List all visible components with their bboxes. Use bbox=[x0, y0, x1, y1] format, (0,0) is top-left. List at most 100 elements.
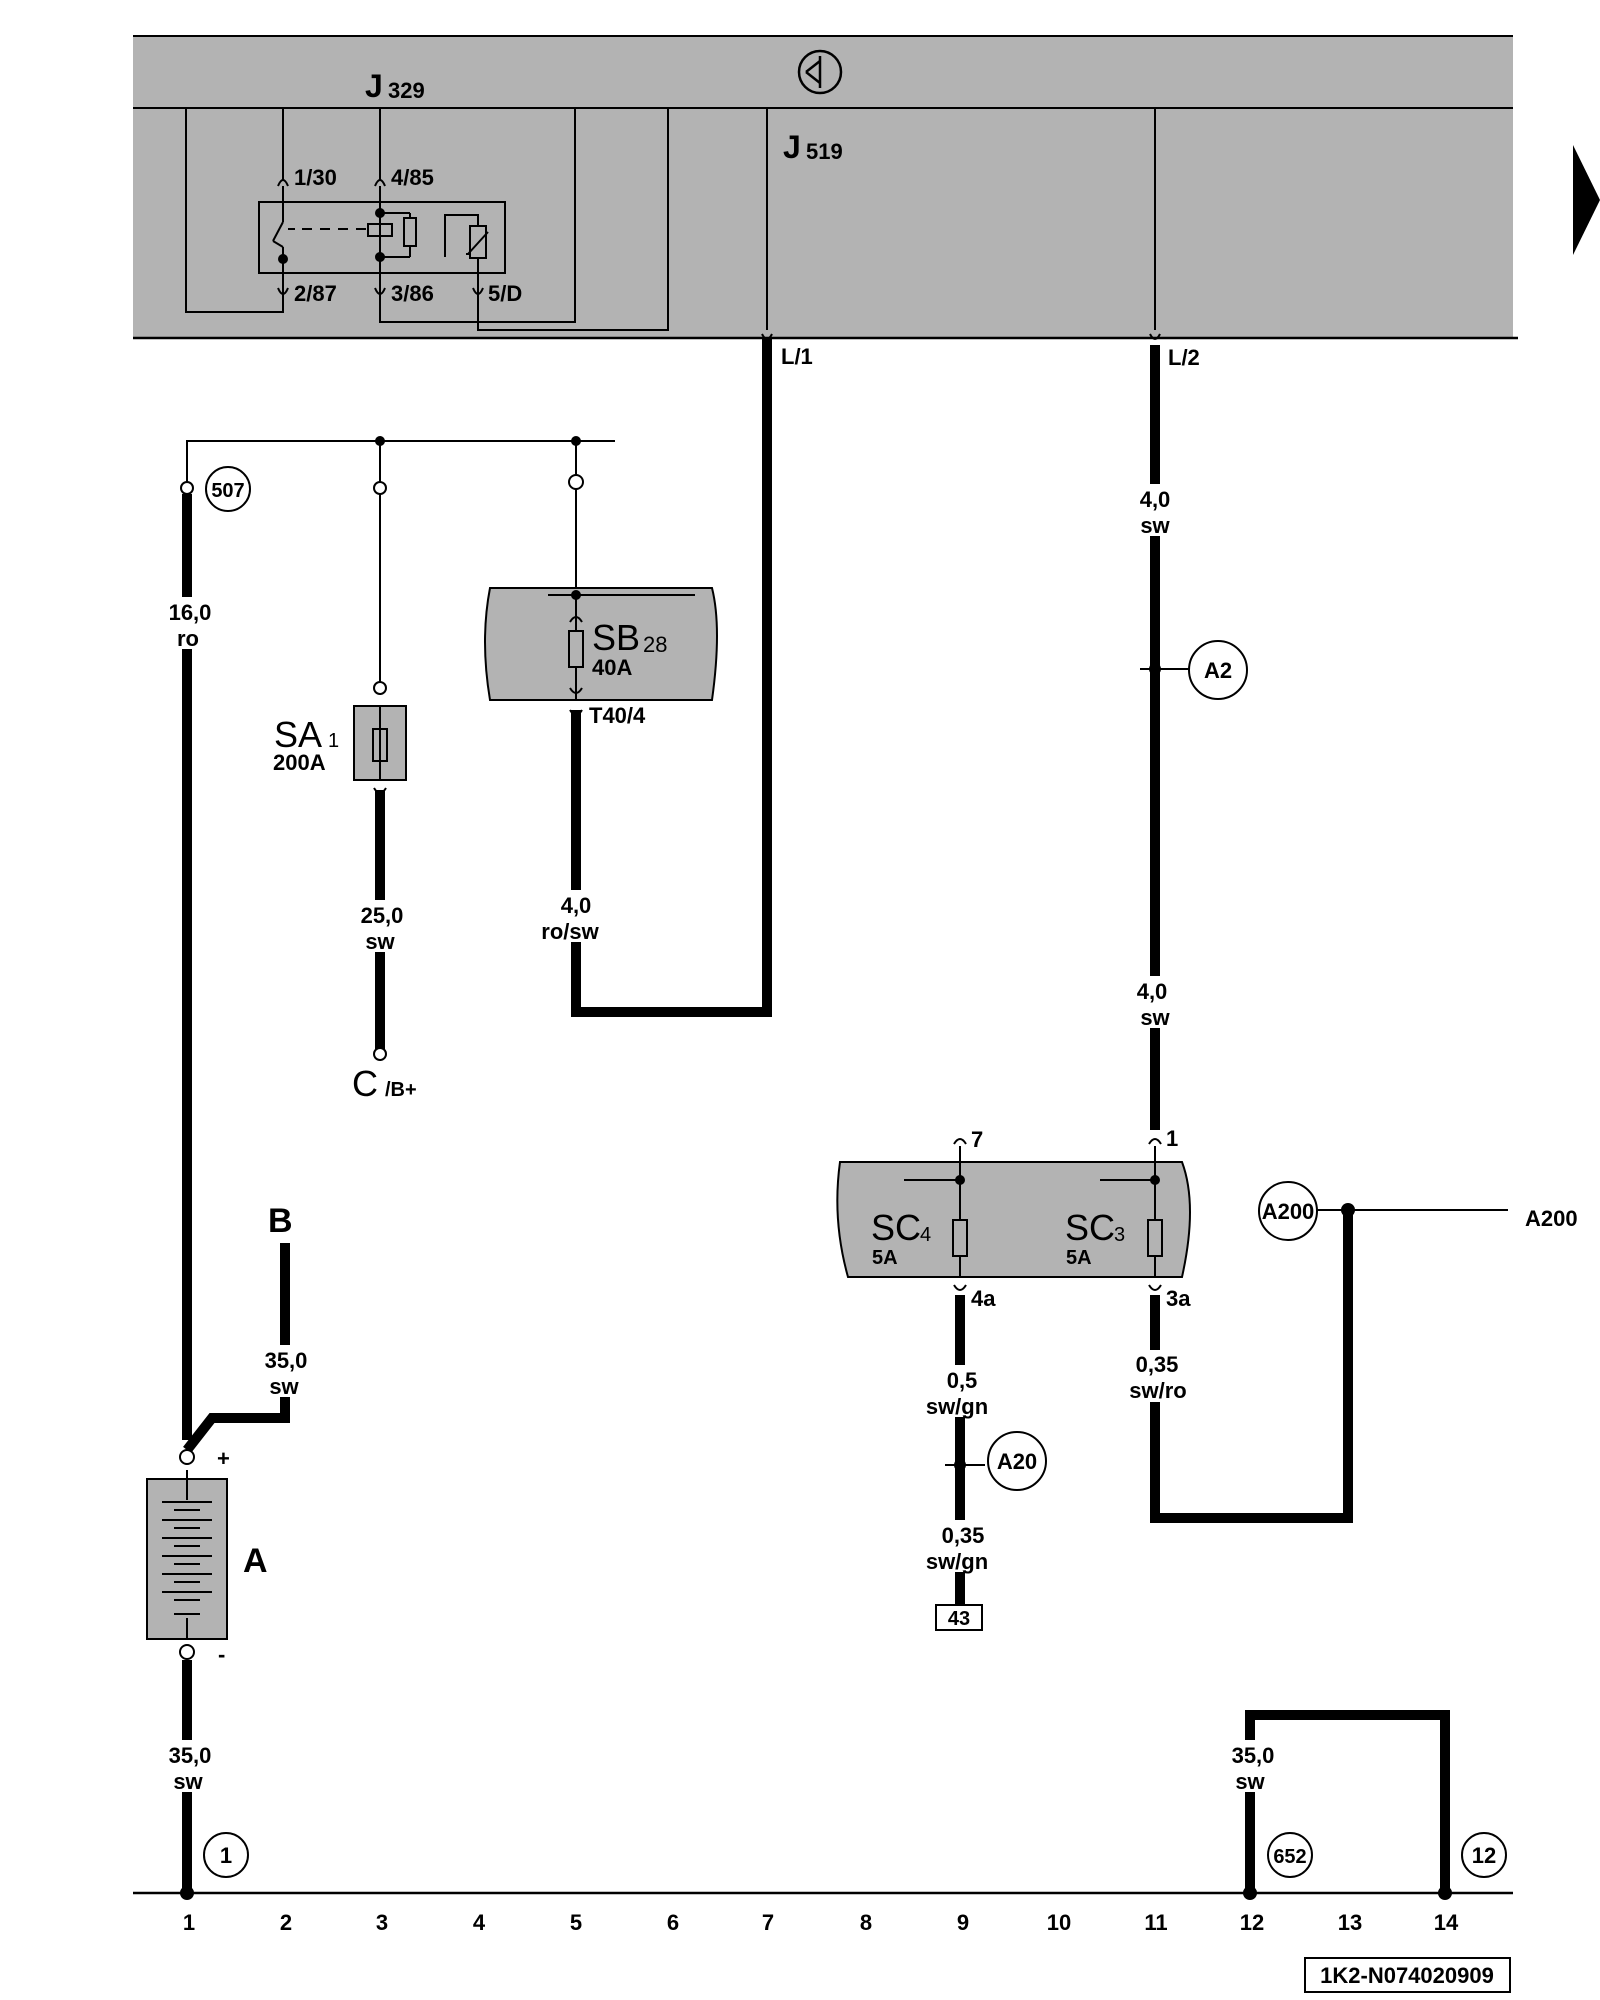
box-43 bbox=[935, 1604, 983, 1631]
wire-7-size: 4,0 bbox=[1137, 979, 1168, 1004]
scale-6: 6 bbox=[667, 1910, 679, 1935]
connector-terminals bbox=[179, 474, 584, 1660]
wire-8-color: sw/gn bbox=[926, 1394, 988, 1419]
box-43-label: 43 bbox=[948, 1608, 970, 1630]
arrow-right-icon bbox=[1573, 145, 1600, 255]
j519-letter: J bbox=[783, 129, 801, 165]
battery-a bbox=[146, 1478, 228, 1640]
wire-6-size: 4,0 bbox=[1140, 487, 1171, 512]
pin-1-30: 1/30 bbox=[294, 165, 337, 190]
scale-14: 14 bbox=[1434, 1910, 1459, 1935]
wire-4-size: 35,0 bbox=[265, 1348, 308, 1373]
sc4-pin-bottom: 4a bbox=[971, 1286, 996, 1311]
wire-label-backgrounds bbox=[150, 484, 1290, 1792]
sb-name: SB bbox=[592, 617, 640, 658]
wire-11-size: 35,0 bbox=[1232, 1743, 1275, 1768]
pin-2-87: 2/87 bbox=[294, 281, 337, 306]
wire-3-size: 4,0 bbox=[561, 893, 592, 918]
pin-4-85: 4/85 bbox=[391, 165, 434, 190]
sb-rating: 40A bbox=[592, 655, 632, 680]
sc3-sub: 3 bbox=[1114, 1224, 1125, 1246]
sb-sub: 28 bbox=[643, 632, 667, 657]
fuse-holder-sc bbox=[836, 1138, 1191, 1291]
relay-junctions bbox=[278, 208, 385, 264]
j329-letter: J bbox=[365, 68, 383, 104]
wire-1-size: 16,0 bbox=[169, 600, 212, 625]
wire-3-color: ro/sw bbox=[541, 919, 599, 944]
battery-plus: + bbox=[217, 1446, 230, 1471]
battery-minus: - bbox=[218, 1642, 225, 1667]
pin-3-86: 3/86 bbox=[391, 281, 434, 306]
node-circles bbox=[203, 466, 1507, 1878]
sc4-rating: 5A bbox=[872, 1247, 898, 1269]
scale-1: 1 bbox=[183, 1910, 195, 1935]
scale-7: 7 bbox=[762, 1910, 774, 1935]
pin-5-d: 5/D bbox=[488, 281, 522, 306]
splice-ticks bbox=[945, 668, 1190, 1466]
sc4-sub: 4 bbox=[920, 1224, 931, 1246]
text-labels: J 329 J 519 1/30 4/85 2/87 3/86 5/D L/1 … bbox=[169, 68, 1578, 1988]
scale-2: 2 bbox=[280, 1910, 292, 1935]
wire-7-color: sw bbox=[1140, 1005, 1170, 1030]
scale-10: 10 bbox=[1047, 1910, 1071, 1935]
wire-8-size: 0,5 bbox=[947, 1368, 978, 1393]
wire-9-size: 0,35 bbox=[942, 1523, 985, 1548]
doc-id-box bbox=[1304, 1957, 1511, 1993]
wire-9-color: sw/gn bbox=[926, 1549, 988, 1574]
sa-sub: 1 bbox=[328, 730, 339, 752]
sc3-pin-bottom: 3a bbox=[1166, 1286, 1191, 1311]
sc3-rating: 5A bbox=[1066, 1247, 1092, 1269]
wire-5-size: 35,0 bbox=[169, 1743, 212, 1768]
j519-number: 519 bbox=[806, 139, 843, 164]
thin-wires bbox=[186, 440, 1508, 1480]
wire-2-color: sw bbox=[365, 929, 395, 954]
sc4-pin-top: 7 bbox=[971, 1127, 983, 1152]
wire-4-color: sw bbox=[269, 1374, 299, 1399]
control-unit-box bbox=[133, 35, 1518, 340]
scale-13: 13 bbox=[1338, 1910, 1362, 1935]
wire-5-color: sw bbox=[173, 1769, 203, 1794]
terminal-c-suffix: /B+ bbox=[385, 1079, 417, 1101]
terminal-c: C bbox=[352, 1063, 378, 1104]
sc3-name: SC bbox=[1065, 1207, 1115, 1248]
wire-11-color: sw bbox=[1235, 1769, 1265, 1794]
sc3-pin-top: 1 bbox=[1166, 1126, 1178, 1151]
fuse-sa1 bbox=[353, 705, 407, 794]
earth-symbol-icon bbox=[797, 49, 843, 95]
a200-continuation: A200 bbox=[1525, 1206, 1578, 1231]
scale-9: 9 bbox=[957, 1910, 969, 1935]
node-1: 1 bbox=[220, 1843, 232, 1868]
scale-3: 3 bbox=[376, 1910, 388, 1935]
j519-lines bbox=[761, 108, 1161, 340]
sa-name: SA bbox=[274, 714, 322, 755]
thick-wires bbox=[182, 338, 1450, 1893]
relay-pin-arrows bbox=[277, 179, 484, 295]
output-l2: L/2 bbox=[1168, 345, 1200, 370]
wire-2-size: 25,0 bbox=[361, 903, 404, 928]
sa-rating: 200A bbox=[273, 750, 326, 775]
scale-12: 12 bbox=[1240, 1910, 1264, 1935]
document-id: 1K2-N074020909 bbox=[1320, 1963, 1494, 1988]
wire-1-color: ro bbox=[177, 626, 199, 651]
scale-8: 8 bbox=[860, 1910, 872, 1935]
scale-5: 5 bbox=[570, 1910, 582, 1935]
node-a200: A200 bbox=[1262, 1199, 1315, 1224]
j329-number: 329 bbox=[388, 78, 425, 103]
scale-4: 4 bbox=[473, 1910, 486, 1935]
sc4-name: SC bbox=[871, 1207, 921, 1248]
node-507: 507 bbox=[211, 480, 244, 502]
wire-10-color: sw/ro bbox=[1129, 1378, 1186, 1403]
scale-11: 11 bbox=[1144, 1910, 1167, 1935]
wire-10-size: 0,35 bbox=[1136, 1352, 1179, 1377]
node-12: 12 bbox=[1472, 1843, 1496, 1868]
node-a20: A20 bbox=[997, 1449, 1037, 1474]
output-l1: L/1 bbox=[781, 344, 813, 369]
terminal-b: B bbox=[268, 1202, 293, 1240]
node-652: 652 bbox=[1273, 1846, 1306, 1868]
wire-6-color: sw bbox=[1140, 513, 1170, 538]
sb-pin: T40/4 bbox=[589, 703, 646, 728]
battery-label: A bbox=[243, 1542, 268, 1580]
node-a2: A2 bbox=[1204, 658, 1232, 683]
junction-dots bbox=[180, 436, 1452, 1900]
